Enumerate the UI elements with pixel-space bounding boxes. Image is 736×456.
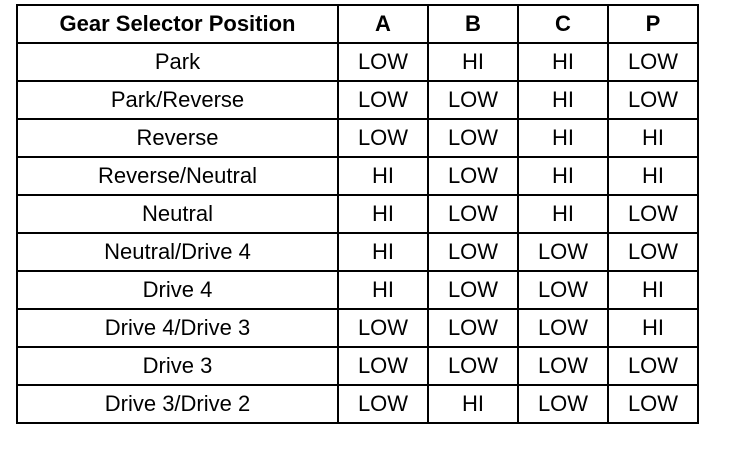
a-cell: LOW [337,308,429,348]
header-c: C [517,4,609,44]
position-cell: Drive 3/Drive 2 [16,384,339,424]
position-cell: Reverse [16,118,339,158]
b-cell: LOW [427,194,519,234]
position-cell: Drive 4 [16,270,339,310]
b-cell: LOW [427,80,519,120]
a-cell: HI [337,194,429,234]
b-cell: LOW [427,232,519,272]
p-cell: LOW [607,80,699,120]
c-cell: HI [517,156,609,196]
table-row: Reverse/Neutral HI LOW HI HI [16,156,699,196]
p-cell: LOW [607,384,699,424]
position-cell: Reverse/Neutral [16,156,339,196]
p-cell: HI [607,270,699,310]
p-cell: LOW [607,42,699,82]
c-cell: HI [517,194,609,234]
b-cell: LOW [427,270,519,310]
a-cell: LOW [337,42,429,82]
position-cell: Neutral [16,194,339,234]
header-b: B [427,4,519,44]
c-cell: HI [517,80,609,120]
table-row: Neutral/Drive 4 HI LOW LOW LOW [16,232,699,272]
table-row: Reverse LOW LOW HI HI [16,118,699,158]
c-cell: LOW [517,384,609,424]
position-cell: Park [16,42,339,82]
c-cell: LOW [517,270,609,310]
b-cell: LOW [427,118,519,158]
header-gear-selector-position: Gear Selector Position [16,4,339,44]
b-cell: LOW [427,156,519,196]
p-cell: LOW [607,346,699,386]
b-cell: HI [427,384,519,424]
header-a: A [337,4,429,44]
table-row: Park/Reverse LOW LOW HI LOW [16,80,699,120]
c-cell: HI [517,118,609,158]
table-row: Neutral HI LOW HI LOW [16,194,699,234]
a-cell: LOW [337,118,429,158]
table-row: Drive 4 HI LOW LOW HI [16,270,699,310]
position-cell: Drive 4/Drive 3 [16,308,339,348]
p-cell: HI [607,118,699,158]
gear-selector-table-container: Gear Selector Position A B C P Park LOW … [16,4,699,424]
position-cell: Drive 3 [16,346,339,386]
b-cell: LOW [427,308,519,348]
gear-selector-table: Gear Selector Position A B C P Park LOW … [16,4,699,424]
p-cell: HI [607,156,699,196]
a-cell: HI [337,270,429,310]
a-cell: LOW [337,346,429,386]
table-row: Drive 3 LOW LOW LOW LOW [16,346,699,386]
p-cell: LOW [607,232,699,272]
position-cell: Neutral/Drive 4 [16,232,339,272]
table-header-row: Gear Selector Position A B C P [16,4,699,44]
position-cell: Park/Reverse [16,80,339,120]
p-cell: LOW [607,194,699,234]
a-cell: HI [337,232,429,272]
c-cell: LOW [517,232,609,272]
a-cell: LOW [337,80,429,120]
b-cell: LOW [427,346,519,386]
c-cell: HI [517,42,609,82]
table-row: Drive 4/Drive 3 LOW LOW LOW HI [16,308,699,348]
header-p: P [607,4,699,44]
c-cell: LOW [517,308,609,348]
p-cell: HI [607,308,699,348]
c-cell: LOW [517,346,609,386]
b-cell: HI [427,42,519,82]
table-row: Drive 3/Drive 2 LOW HI LOW LOW [16,384,699,424]
a-cell: LOW [337,384,429,424]
a-cell: HI [337,156,429,196]
table-row: Park LOW HI HI LOW [16,42,699,82]
